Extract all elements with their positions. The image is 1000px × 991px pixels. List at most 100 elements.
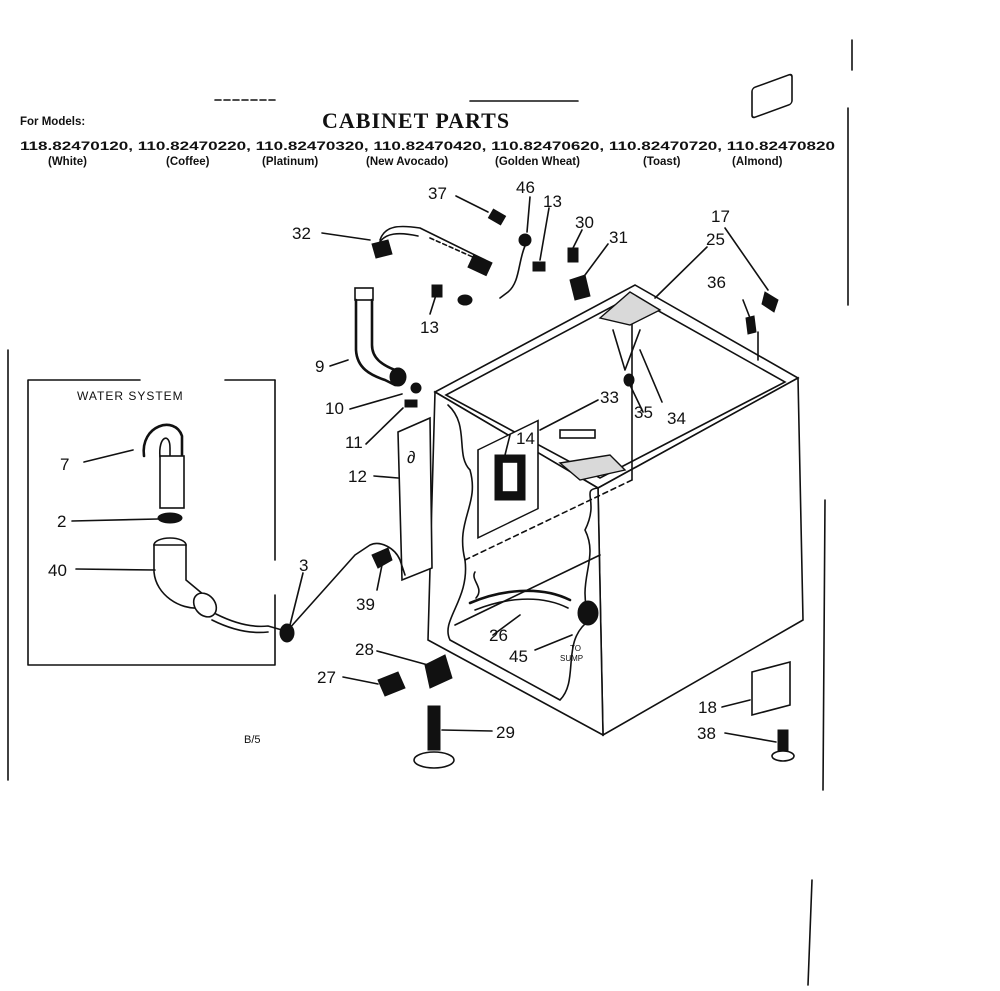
scan-edge-mark	[807, 879, 813, 986]
callout-12: 12	[348, 467, 367, 486]
callout-38: 38	[697, 724, 716, 743]
drain-hose-clamp	[577, 600, 599, 626]
callout-13b: 13	[420, 318, 439, 337]
bracket-mark: ∂	[407, 448, 415, 467]
leveling-screw-29	[427, 705, 441, 751]
model-color-4: (New Avocado)	[366, 156, 448, 168]
page-note: B/5	[244, 734, 261, 746]
leveling-foot	[413, 751, 455, 769]
callout-46: 46	[516, 178, 535, 197]
wire-harness	[429, 237, 476, 259]
callout-39: 39	[356, 595, 375, 614]
callout-28: 28	[355, 640, 374, 659]
model-color-5: (Golden Wheat)	[495, 156, 580, 168]
elbow-outlet	[192, 592, 218, 618]
inlet-pipe-cap	[354, 287, 374, 301]
inlet-hose	[215, 613, 283, 631]
cabinet: ∂	[397, 73, 804, 737]
mounting-bracket	[397, 416, 433, 582]
leg-lock-27	[377, 671, 406, 697]
screw-37	[487, 208, 507, 226]
callout-17: 17	[711, 207, 730, 226]
model-color-6: (Toast)	[643, 156, 681, 168]
switch-bracket	[559, 429, 596, 439]
straight-hose	[159, 455, 185, 509]
hook-hose	[159, 437, 171, 459]
upper-parts	[354, 208, 779, 408]
callout-40: 40	[48, 561, 67, 580]
rear-bracket-18	[751, 660, 791, 717]
callout-13a: 13	[543, 192, 562, 211]
callout-7: 7	[60, 455, 69, 474]
callout-32: 32	[292, 224, 311, 243]
screw-38	[777, 729, 789, 753]
callout-31: 31	[609, 228, 628, 247]
screw	[404, 399, 418, 408]
hose-route	[287, 542, 406, 631]
callouts: 7 2 40 3 9 10 11 12 32 37 46 13 13 30 31…	[48, 178, 730, 746]
cabinet-inner-floor	[464, 479, 633, 561]
foot-38	[771, 750, 795, 762]
rear-corner-brace	[598, 291, 662, 326]
page-title: CABINET PARTS	[322, 108, 510, 133]
callout-25: 25	[706, 230, 725, 249]
cabinet-cutaway	[447, 404, 599, 701]
callout-33: 33	[600, 388, 619, 407]
models-heading: For Models:	[20, 116, 85, 128]
inlet-pipe	[370, 298, 405, 375]
callout-18: 18	[698, 698, 717, 717]
callout-3: 3	[299, 556, 308, 575]
callout-11: 11	[345, 433, 363, 452]
lid-switch-face	[501, 461, 519, 493]
brace-nut	[623, 373, 635, 387]
callout-30: 30	[575, 213, 594, 232]
callout-35: 35	[634, 403, 653, 422]
clip-30	[567, 247, 579, 263]
hose-clamp	[157, 512, 183, 524]
inlet-hose	[211, 619, 269, 634]
screw	[410, 382, 422, 394]
model-color-2: (Coffee)	[166, 156, 210, 168]
callout-14: 14	[516, 429, 535, 448]
front-corner-brace	[558, 454, 627, 481]
water-system-label: WATER SYSTEM	[77, 389, 184, 403]
ground-wire	[499, 245, 526, 299]
callout-37: 37	[428, 184, 447, 203]
callout-26: 26	[489, 626, 508, 645]
model-color-7: (Almond)	[732, 156, 783, 168]
callout-9: 9	[315, 357, 324, 376]
top-hinge-block	[751, 73, 793, 119]
callout-45: 45	[509, 647, 528, 666]
hose-connector	[279, 623, 295, 643]
wire-harness	[379, 225, 486, 261]
grommet-46	[518, 233, 532, 247]
to-sump-label-1: TO	[570, 644, 581, 653]
inset-border	[27, 379, 276, 666]
screw-39	[371, 547, 393, 569]
leader-lines	[71, 195, 777, 743]
harness-connector	[467, 253, 493, 277]
hook-hose	[142, 423, 184, 460]
wire-nut	[457, 294, 473, 306]
lower-parts	[287, 542, 795, 769]
hose-spring	[473, 571, 480, 599]
callout-10: 10	[325, 399, 344, 418]
top-brace	[612, 329, 641, 371]
bracket-31	[569, 274, 591, 301]
callout-2: 2	[57, 512, 66, 531]
leg-bracket-28	[424, 654, 453, 689]
drain-hose	[474, 598, 569, 611]
water-system-inset: WATER SYSTEM	[27, 379, 295, 666]
callout-34: 34	[667, 409, 686, 428]
model-color-1: (White)	[48, 156, 87, 168]
screw-13b	[431, 284, 443, 298]
scan-edge-mark	[822, 499, 826, 791]
screw-36	[745, 315, 757, 335]
screw-13a	[532, 261, 546, 272]
pipe-clamp	[389, 367, 407, 387]
callout-36: 36	[707, 273, 726, 292]
hinge-17	[761, 291, 779, 313]
to-sump-label-2: SUMP	[560, 654, 583, 663]
callout-27: 27	[317, 668, 336, 687]
